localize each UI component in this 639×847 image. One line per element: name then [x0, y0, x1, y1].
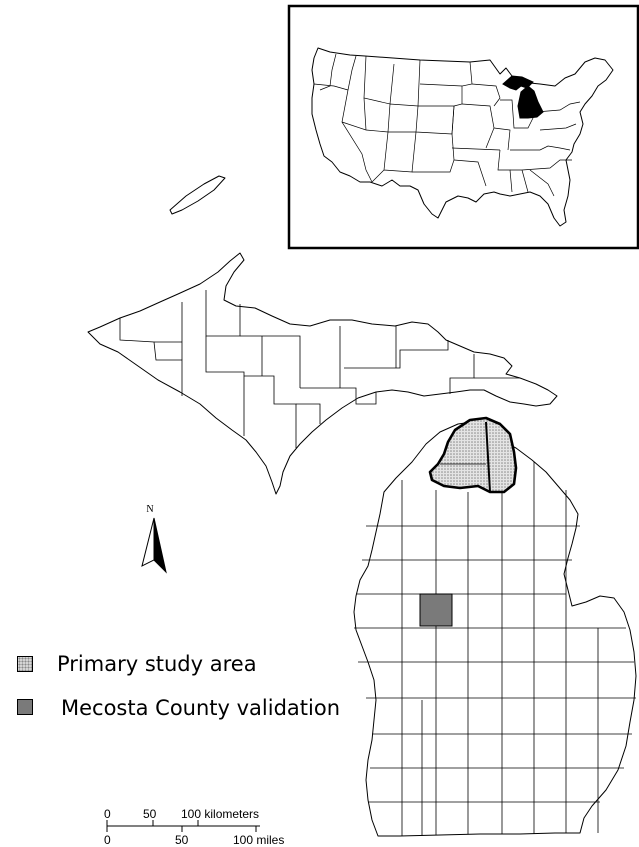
legend-swatch-mecosta — [17, 699, 33, 715]
scale-km-50: 50 — [143, 807, 157, 821]
legend-label-primary: Primary study area — [57, 652, 257, 676]
us-outline — [311, 47, 614, 227]
us-state-lines — [313, 53, 581, 197]
primary-study-area-divider — [485, 421, 491, 493]
scale-mi-0: 0 — [104, 833, 111, 847]
north-arrow-label: N — [146, 504, 153, 515]
mecosta-county — [419, 593, 453, 627]
lower-peninsula-county-lines — [354, 462, 636, 836]
scale-mi-100: 100 miles — [233, 833, 284, 847]
scale-bar: 0 50 100 kilometers 0 50 100 miles — [104, 807, 284, 847]
scale-km-0: 0 — [104, 807, 111, 821]
isle-royale — [169, 175, 226, 215]
upper-peninsula — [87, 252, 558, 495]
michigan-inset-highlight — [502, 75, 544, 119]
us-inset-map — [287, 4, 639, 250]
legend-label-mecosta: Mecosta County validation — [61, 696, 341, 720]
legend-swatch-primary — [17, 656, 33, 672]
scale-mi-50: 50 — [175, 833, 189, 847]
scale-km-100: 100 kilometers — [181, 807, 259, 821]
primary-study-area — [428, 416, 518, 494]
north-arrow: N — [141, 504, 167, 574]
upper-peninsula-county-lines — [119, 290, 520, 448]
